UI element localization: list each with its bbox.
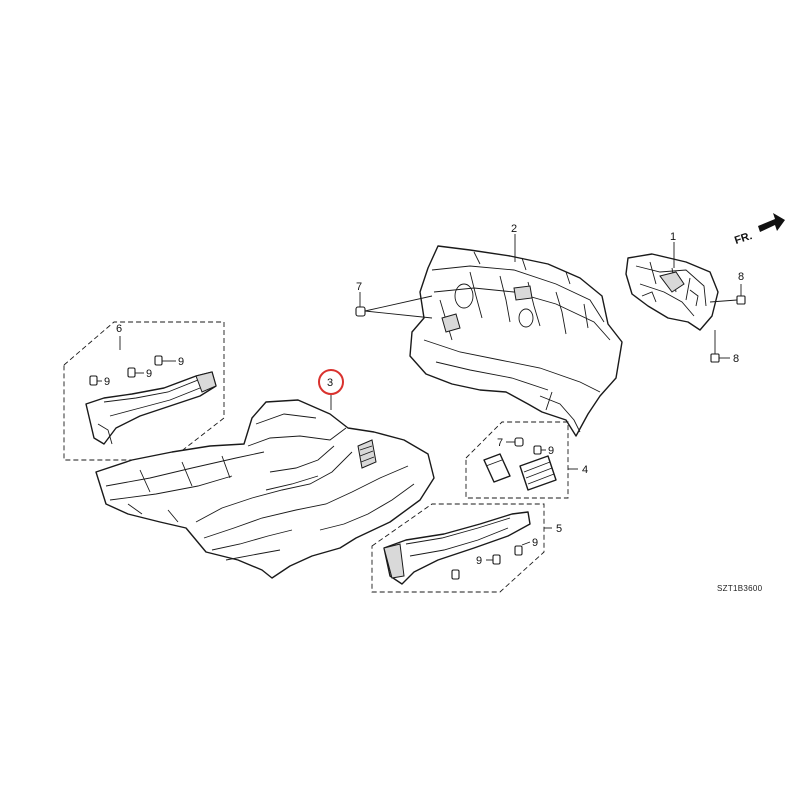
callout-1: 1 (670, 231, 676, 243)
clip-7-lower (506, 437, 524, 447)
front-direction-indicator: FR. (733, 213, 785, 247)
callout-9-part4: 9 (548, 445, 554, 457)
clip-9-part6-a (89, 375, 102, 386)
front-arrow-icon (758, 213, 785, 232)
front-direction-label: FR. (733, 230, 754, 247)
callout-7-upper: 7 (356, 281, 362, 293)
clip-9-part5-b (514, 541, 531, 556)
diagram-code: SZT1B3600 (717, 584, 763, 593)
highlight-circle-part-3 (318, 369, 344, 395)
callout-6: 6 (116, 323, 122, 335)
callout-4: 4 (582, 464, 588, 476)
callout-8-lower: 8 (733, 353, 739, 365)
callout-9-part6-b: 9 (146, 368, 152, 380)
part-3-floor-carpet (95, 399, 435, 579)
clip-9-part4 (533, 445, 546, 455)
callout-9-part6-c: 9 (178, 356, 184, 368)
part-4-right-pad (519, 455, 557, 491)
part-5-group-box (371, 503, 545, 593)
clip-8-upper (709, 284, 746, 305)
clip-9-part5-c (451, 569, 460, 580)
part-4-left-pad (483, 453, 511, 483)
callout-5: 5 (556, 523, 562, 535)
part-5-sill-trim (383, 511, 531, 585)
callout-9-part6-a: 9 (104, 376, 110, 388)
callout-9-part5-a: 9 (476, 555, 482, 567)
clip-8-lower (710, 330, 730, 363)
part-1-insulator (625, 253, 719, 331)
callout-2: 2 (511, 223, 517, 235)
part-6-sill-trim (85, 371, 217, 445)
part-4-group-box (465, 421, 569, 499)
callout-7-lower: 7 (497, 437, 503, 449)
clip-9-part6-b (127, 367, 144, 378)
clip-9-part6-c (154, 355, 176, 366)
callout-9-part5-b: 9 (532, 537, 538, 549)
callout-8-upper: 8 (738, 271, 744, 283)
part-6-group-box (63, 321, 225, 461)
clip-9-part5-a (486, 554, 501, 565)
callout-3: 3 (327, 377, 333, 389)
part-2-dashboard-insulator (409, 245, 623, 437)
clip-7-upper (355, 292, 433, 319)
